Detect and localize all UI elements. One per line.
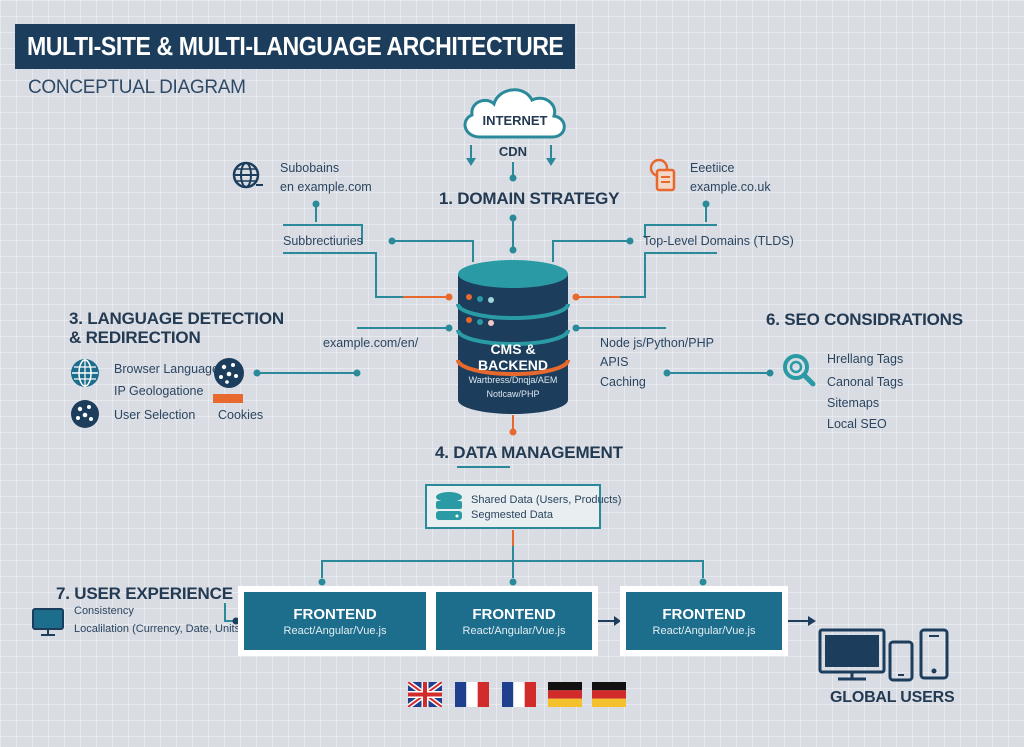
phone-icon [919,628,949,680]
tld-example: example.co.uk [690,180,771,194]
subdomains-example: en example.com [280,180,372,194]
seo-heading: 6. SEO CONSIDRATIONS [766,310,963,329]
page-subtitle: CONCEPTUAL DIAGRAM [28,77,246,98]
backend-side-item: Caching [600,375,646,389]
seo-item: Hrellang Tags [827,352,904,366]
tld-title: Top-Level Domains (TLDS) [643,234,794,248]
data-management-heading: 4. DATA MANAGEMENT [435,443,623,462]
subdirectories-label: Subbrectiuries [283,234,363,248]
database-icon [436,492,462,520]
shared-data-label: Shared Data (Users, Products) [471,494,622,506]
document-icon [649,158,676,192]
devices-icon [818,628,949,682]
seo-item: Local SEO [827,417,887,431]
uk-flag-icon [408,682,442,707]
domain-strategy-heading: 1. DOMAIN STRATEGY [439,189,620,208]
data-management-box: Shared Data (Users, Products) Segmested … [425,484,621,529]
cookies-label: Cookies [218,408,264,422]
germany-flag-icon [548,682,582,707]
cdn-label: CDN [498,144,528,159]
phone-icon [888,640,914,682]
backend-title: CMS & BACKEND [478,341,548,373]
magnifier-icon [783,354,816,387]
backend-side-item: APIS [600,355,629,369]
detection-item: Browser Language [114,362,219,376]
frontend-box[interactable]: FRONTEND React/Angular/Vue.js [430,586,598,656]
ux-item: Consistency [74,605,134,617]
backend-side-item: Node js/Python/PHP [600,336,714,350]
page-title: MULTI-SITE & MULTI-LANGUAGE ARCHITECTURE [15,24,575,69]
language-detection-heading: 3. LANGUAGE DETECTION [69,309,284,328]
language-detection-heading-2: & REDIRECTION [69,328,201,347]
heading-underline [457,466,510,468]
frontend-box[interactable]: FRONTEND React/Angular/Vue.js [238,586,432,656]
germany-flag-icon [592,682,626,707]
cookie-icon [71,400,99,428]
subdirectories-example: example.com/en/ [323,336,419,350]
monitor-icon [32,608,64,636]
france-flag-icon [502,682,536,707]
frontend-box[interactable]: FRONTEND React/Angular/Vue.js [620,586,788,656]
frontend-title: FRONTEND [293,605,377,623]
globe-icon [232,161,263,189]
internet-label: INTERNET [482,113,548,128]
frontend-title: FRONTEND [662,605,746,623]
seo-item: Sitemaps [827,396,880,410]
cookie-jar-icon [213,394,243,403]
ux-heading: 7. USER EXPERIENCE (UX) [56,584,272,603]
france-flag-icon [455,682,489,707]
frontend-title: FRONTEND [472,605,556,623]
frontend-stack: React/Angular/Vue.js [652,624,756,637]
frontend-stack: React/Angular/Vue.js [462,624,566,637]
global-users-label: GLOBAL USERS [830,689,955,706]
seo-item: Canonal Tags [827,375,904,389]
detection-item: IP Geologatione [114,384,204,398]
globe-icon [71,359,99,387]
desktop-icon [818,628,886,681]
detection-item: User Selection [114,408,196,422]
tld-label: Eeetiice [690,161,735,175]
cloud-icon [463,88,566,139]
backend-stack: Notlcaw/PHP [486,389,540,399]
frontend-stack: React/Angular/Vue.js [283,624,387,637]
subdomains-label: Subobains [280,161,340,175]
segmented-data-label: Segmested Data [471,509,553,521]
cookie-icon [214,358,244,388]
database-icon [456,260,570,414]
backend-cms-list: Wartbress/Dnqja/AEM [468,375,558,385]
ux-item: Localilation (Currency, Date, Units) [74,623,244,635]
